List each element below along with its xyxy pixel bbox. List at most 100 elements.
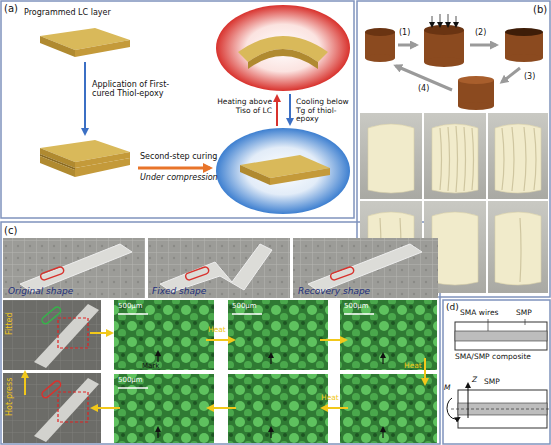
illustration-polygon xyxy=(34,378,99,442)
illustration-rect xyxy=(488,113,548,199)
illustration-rect xyxy=(114,374,214,443)
figure-label: 500μm xyxy=(344,302,369,310)
illustration-rect xyxy=(228,374,328,443)
illustration-rect xyxy=(3,373,101,443)
figure-label: (a) xyxy=(4,3,18,15)
figure-label: 500μm xyxy=(118,376,143,384)
illustration-ellipse xyxy=(365,28,395,36)
figure-label: Original shape xyxy=(8,286,73,296)
illustration-path xyxy=(440,126,474,192)
illustration-rect xyxy=(228,300,328,370)
illustration-rect xyxy=(443,300,550,444)
illustration-path xyxy=(495,212,541,285)
figure-label: Application of First-cured Thiol-epoxy xyxy=(92,80,170,98)
illustration-line xyxy=(382,354,383,364)
illustration-rect xyxy=(360,113,422,199)
figure-label: Heat xyxy=(208,326,226,335)
illustration-polygon xyxy=(160,244,272,292)
illustration-path xyxy=(432,124,478,193)
illustration-line xyxy=(382,428,383,438)
figure-label: 500μm xyxy=(232,302,257,310)
illustration-line xyxy=(206,339,234,341)
figure-label: (b) xyxy=(533,4,547,16)
illustration-line xyxy=(432,16,433,26)
figure-label: (1) xyxy=(399,28,410,37)
illustration-rect xyxy=(58,318,88,348)
illustration-rect xyxy=(340,374,437,443)
illustration-rect xyxy=(114,300,214,370)
illustration-path xyxy=(502,127,536,191)
illustration-rect xyxy=(40,266,65,281)
illustration-line xyxy=(398,44,416,47)
figure-label: Programmed LC layer xyxy=(24,8,111,17)
illustration-ellipse xyxy=(424,25,464,35)
illustration-line xyxy=(157,428,158,438)
illustration-line xyxy=(470,44,496,47)
illustration-rect xyxy=(1,222,440,444)
illustration-rect xyxy=(41,380,62,400)
illustration-ellipse xyxy=(458,76,494,84)
figure-label: Mark xyxy=(142,362,159,370)
illustration-line xyxy=(84,62,86,134)
figure-label: (d) xyxy=(446,302,459,312)
figure-label: Heating above Tiso of LC xyxy=(205,98,272,115)
illustration-line xyxy=(90,332,112,334)
figure-label: Second-step curing xyxy=(140,152,217,161)
illustration-line xyxy=(138,167,210,170)
illustration-line xyxy=(92,407,120,409)
illustration-line xyxy=(118,313,148,315)
illustration-line xyxy=(344,313,374,315)
illustration-polygon xyxy=(34,304,99,368)
illustration-rect xyxy=(293,238,438,298)
illustration-rect xyxy=(148,238,290,298)
illustration-g xyxy=(3,300,101,443)
illustration-line xyxy=(157,352,158,362)
illustration-path xyxy=(432,212,478,285)
illustration-line xyxy=(276,96,278,126)
illustration-g xyxy=(3,238,438,298)
illustration-line xyxy=(24,372,26,395)
illustration-rect xyxy=(488,201,548,293)
illustration-line xyxy=(456,16,457,26)
illustration-line xyxy=(440,14,441,26)
illustration-line xyxy=(289,94,291,124)
illustration-g xyxy=(396,45,520,90)
illustration-polygon xyxy=(308,244,422,292)
illustration-path xyxy=(368,124,414,193)
figure-label: SMP xyxy=(484,378,500,387)
illustration-polygon xyxy=(40,36,75,57)
illustration-line xyxy=(208,407,236,409)
illustration-rect xyxy=(424,113,486,199)
illustration-ellipse xyxy=(424,57,464,67)
illustration-rect xyxy=(455,322,547,350)
illustration-rect xyxy=(3,300,101,370)
illustration-line xyxy=(488,319,489,331)
illustration-polygon xyxy=(75,40,130,57)
figure-label: Cooling below Tg of thiol-epoxy xyxy=(296,98,352,124)
figure-label: M xyxy=(444,384,450,393)
illustration-line xyxy=(118,387,148,389)
figure-label: Fixed shape xyxy=(152,286,206,296)
illustration-path xyxy=(520,218,521,282)
illustration-polygon xyxy=(20,244,132,292)
figure-label: (3) xyxy=(524,72,535,81)
figure-label: Hot-press xyxy=(5,378,14,416)
illustration-polygon xyxy=(75,158,130,177)
illustration-rect xyxy=(340,300,437,370)
illustration-g xyxy=(447,319,549,428)
figure-label: Under compression xyxy=(140,173,218,182)
illustration-rect xyxy=(41,306,62,326)
illustration-rect xyxy=(185,266,210,281)
illustration-g xyxy=(90,333,425,408)
illustration-line xyxy=(322,407,348,409)
illustration-polygon xyxy=(240,165,270,185)
illustration-path xyxy=(447,398,459,419)
illustration-g xyxy=(90,300,437,443)
illustration-line xyxy=(448,14,449,26)
illustration-g xyxy=(432,14,456,26)
illustration-ellipse xyxy=(505,28,543,36)
illustration-line xyxy=(320,339,346,341)
